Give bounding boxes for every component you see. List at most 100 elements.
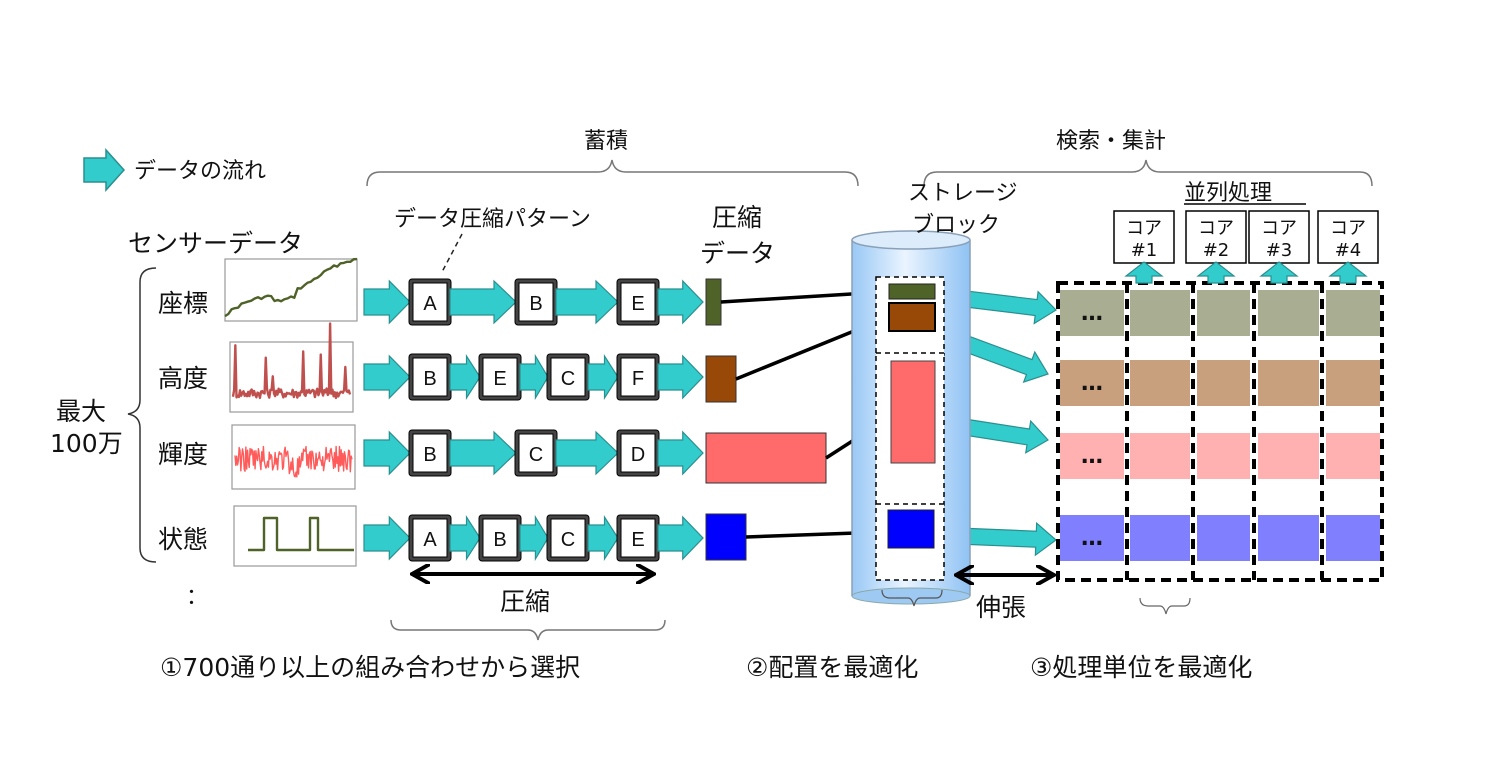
flow-arrow-icon xyxy=(449,514,481,562)
flow-arrow-icon xyxy=(587,514,619,562)
core-box: コア#2 xyxy=(1185,210,1247,284)
pattern-letter: E xyxy=(631,293,644,315)
flow-arrow-icon xyxy=(657,279,704,325)
compressed-data-label-1: 圧縮 xyxy=(712,203,762,232)
core-box: コア#1 xyxy=(1113,210,1175,284)
sensor-brace xyxy=(127,267,157,563)
compression-pattern-label: データ圧縮パターン xyxy=(394,207,591,232)
stored-coord-data xyxy=(888,283,936,300)
search-aggregate-label: 検索・集計 xyxy=(1056,129,1166,154)
data-cell xyxy=(1326,360,1380,406)
flow-arrow-icon xyxy=(519,514,549,562)
cell-ellipsis: … xyxy=(1081,444,1103,469)
flow-arrow-icon xyxy=(957,521,1057,557)
legend: データの流れ xyxy=(83,148,266,192)
stored-altitude-data xyxy=(888,302,936,332)
compression-pattern-box: B xyxy=(408,429,452,477)
step1-brace xyxy=(390,619,666,641)
compression-pattern-box: C xyxy=(514,429,558,477)
sensor-signal-line xyxy=(234,445,353,478)
data-cell xyxy=(1060,290,1124,336)
compressed-data-label-2: データ xyxy=(700,239,775,268)
sensor-name: 状態 xyxy=(158,525,208,554)
pattern-letter: C xyxy=(561,529,575,551)
accumulate-label: 蓄積 xyxy=(584,129,628,154)
sensor-signal-thumbnail xyxy=(224,258,358,322)
pattern-letter: F xyxy=(632,368,644,390)
parallel-processing-title: 並列処理 xyxy=(1184,181,1272,206)
core-box: コア#3 xyxy=(1248,210,1310,284)
flow-arrow-icon xyxy=(363,430,411,476)
expand-flow-arrow xyxy=(956,289,1057,325)
expand-flow-arrow xyxy=(957,521,1057,557)
data-cell xyxy=(1197,433,1250,479)
sensor-signal-line xyxy=(231,322,352,400)
compressed-data-block xyxy=(705,278,722,326)
data-cell xyxy=(1326,290,1380,336)
compression-pattern-box: E xyxy=(478,353,522,401)
flow-arrow-icon xyxy=(363,515,411,561)
pattern-leader-line xyxy=(441,233,463,273)
flow-arrow-icon xyxy=(657,515,704,561)
flow-arrow-icon xyxy=(363,279,411,325)
pattern-letter: D xyxy=(631,444,645,466)
expand-label: 伸張 xyxy=(976,593,1026,622)
pattern-letter: E xyxy=(631,529,644,551)
sensor-row: 状態 A B C E xyxy=(158,505,884,567)
flow-arrow-icon xyxy=(657,430,704,476)
flow-arrow-icon xyxy=(363,354,411,400)
flow-arrow-icon xyxy=(555,430,619,476)
stored-brightness-data xyxy=(890,360,936,464)
core-up-arrow-icon xyxy=(1196,261,1236,284)
max-count-value: 100万 xyxy=(50,429,123,458)
flow-arrow-icon xyxy=(449,353,481,401)
core-number: #1 xyxy=(1131,240,1158,261)
data-cell xyxy=(1258,360,1319,406)
pattern-letter: B xyxy=(423,444,436,466)
core-number: #4 xyxy=(1335,240,1362,261)
flow-arrow-icon xyxy=(449,430,517,476)
sensor-name: 座標 xyxy=(158,289,208,318)
data-cell xyxy=(1060,360,1124,406)
compressed-data-block xyxy=(705,513,747,561)
core-up-arrow-icon xyxy=(1328,261,1368,284)
processing-unit-brace xyxy=(1139,597,1191,615)
data-cell xyxy=(1197,360,1250,406)
pattern-letter: B xyxy=(529,293,542,315)
sensor-row: 座標 A B E xyxy=(158,257,884,326)
flow-arrow-icon xyxy=(555,279,619,325)
sensor-signal-line xyxy=(248,516,354,552)
sensor-name: 高度 xyxy=(158,364,208,393)
compression-pattern-box: B xyxy=(478,514,522,562)
stored-state-data xyxy=(887,509,935,549)
core-label: コア xyxy=(1126,218,1162,239)
core-box: コア#4 xyxy=(1317,210,1379,284)
flow-arrow-icon xyxy=(519,353,549,401)
pattern-letter: B xyxy=(493,529,506,551)
flow-arrow-icon xyxy=(83,148,126,192)
more-sensors-ellipsis: ： xyxy=(186,585,208,610)
compression-range-label: 圧縮 xyxy=(500,587,550,616)
max-count-label: 最大 xyxy=(56,397,106,426)
core-number: #2 xyxy=(1203,240,1230,261)
pattern-letter: A xyxy=(423,293,437,315)
data-cell xyxy=(1130,360,1190,406)
pattern-letter: A xyxy=(423,529,437,551)
core-label: コア xyxy=(1330,218,1366,239)
core-label: コア xyxy=(1261,218,1297,239)
data-cell xyxy=(1130,290,1190,336)
compression-pattern-box: C xyxy=(546,353,590,401)
flow-arrow-icon xyxy=(956,289,1057,325)
search-aggregate-brace xyxy=(923,159,1373,187)
storage-block-label-1: ストレージ xyxy=(908,181,1018,206)
compression-pattern-box: B xyxy=(408,353,452,401)
core-up-arrow-icon xyxy=(1124,261,1164,284)
data-cell xyxy=(1258,290,1319,336)
cell-ellipsis: … xyxy=(1081,301,1103,326)
data-cell xyxy=(1258,515,1319,561)
data-cell xyxy=(1060,433,1124,479)
accumulate-brace xyxy=(366,159,859,187)
cell-ellipsis: … xyxy=(1081,371,1103,396)
